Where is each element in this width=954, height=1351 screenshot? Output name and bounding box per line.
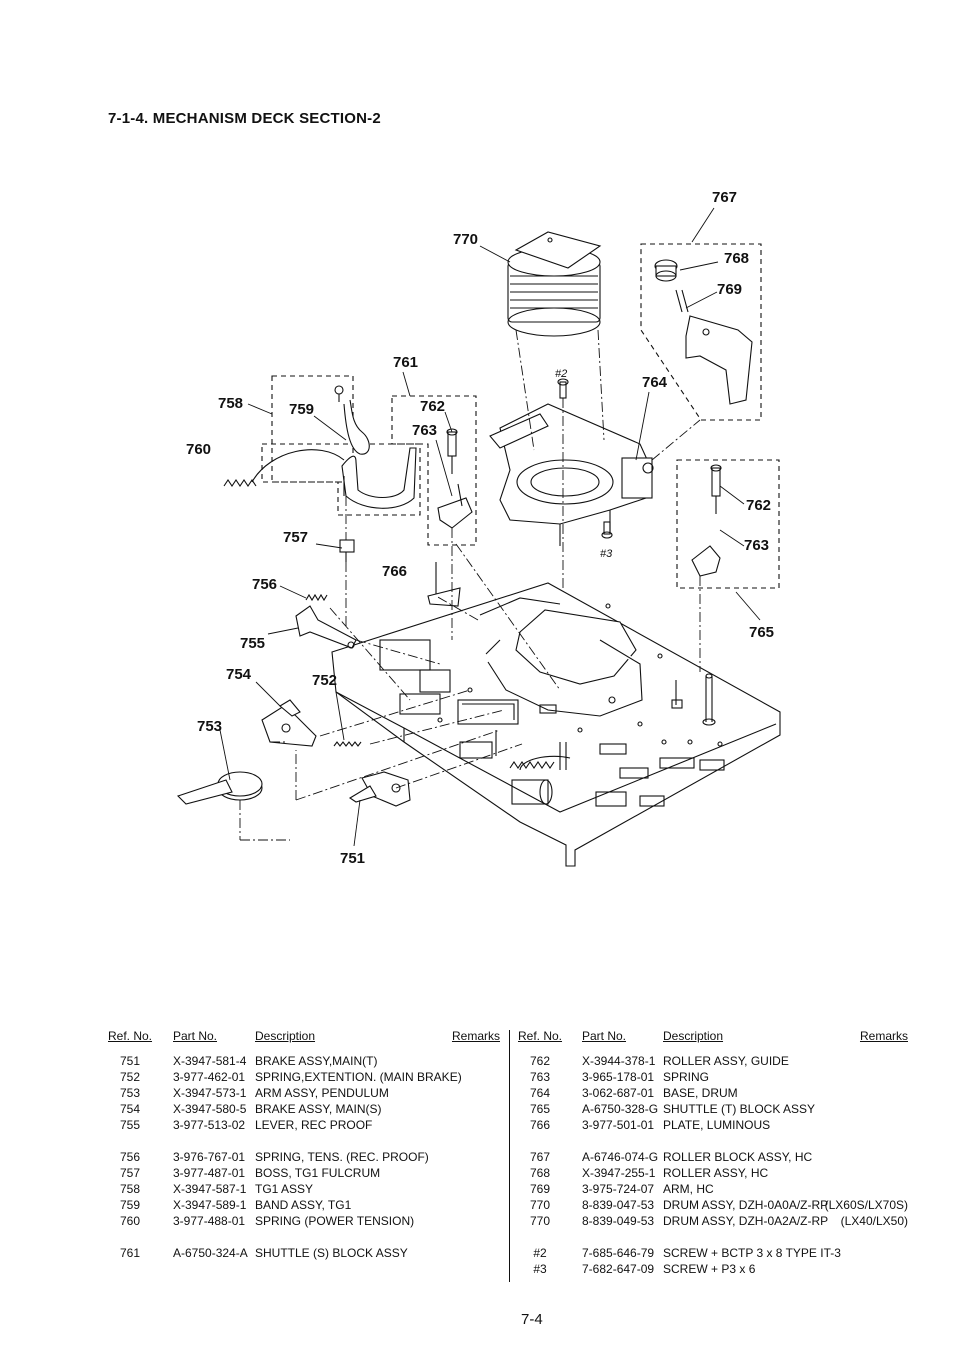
drum-770 (507, 231, 602, 337)
arm-hc-769 (675, 289, 753, 405)
header-remarks: Remarks (859, 1029, 908, 1043)
screw-3 (601, 521, 613, 539)
callout-764: 764 (642, 374, 668, 391)
exploded-parts-diagram: 770 767 768 769 764 761 758 759 762 763 … (176, 189, 781, 867)
band-assy-759 (334, 385, 370, 455)
chassis-deck (331, 582, 781, 867)
callout-752: 752 (312, 672, 337, 689)
callout-768: 768 (724, 250, 749, 267)
callout-762-right: 762 (746, 497, 771, 514)
arm-pendulum-753 (176, 771, 263, 805)
lever-rec-proof-755 (295, 605, 357, 649)
callout-753: 753 (197, 718, 222, 735)
shuttle-t-765 (691, 464, 722, 577)
brake-main-s-754 (261, 699, 317, 747)
screw-2 (557, 378, 569, 399)
tg1-assy-758 (341, 447, 417, 509)
header-part: Part No. (582, 1029, 627, 1043)
callout-766: 766 (382, 563, 407, 580)
header-ref: Ref. No. (108, 1029, 153, 1043)
callout-751: 751 (340, 850, 365, 867)
callout-754: 754 (226, 666, 252, 683)
group-box-761 (391, 395, 477, 546)
callout-763-left: 763 (412, 422, 437, 439)
group-box-758 (271, 375, 354, 483)
parts-table-left: Ref. No. Part No. Description Remarks 75… (108, 1028, 500, 1261)
parts-table-right: Ref. No. Part No. Description Remarks 76… (518, 1028, 910, 1277)
callout-758: 758 (218, 395, 243, 412)
header-ref: Ref. No. (518, 1029, 563, 1043)
callout-760: 760 (186, 441, 211, 458)
callout-769: 769 (717, 281, 742, 298)
callout-763-right: 763 (744, 537, 769, 554)
group-box-767 (640, 243, 762, 421)
callout-761: 761 (393, 354, 418, 371)
callout-756: 756 (252, 576, 277, 593)
page-number: 7-4 (521, 1311, 543, 1328)
callout-770: 770 (453, 231, 478, 248)
callout-762-left: 762 (420, 398, 445, 415)
spring-752 (333, 741, 362, 747)
spring-760 (223, 449, 345, 487)
roller-hc-768 (654, 259, 678, 282)
callout-757: 757 (283, 529, 308, 546)
callout-755: 755 (240, 635, 265, 652)
header-desc: Description (255, 1029, 316, 1043)
header-remarks: Remarks (451, 1029, 500, 1043)
header-part: Part No. (173, 1029, 218, 1043)
boss-757 (339, 539, 355, 562)
table-divider (509, 1030, 510, 1282)
screw-label-3: #3 (600, 548, 613, 560)
spring-756 (305, 593, 328, 602)
screw-label-2: #2 (555, 368, 567, 380)
section-title: 7-1-4. MECHANISM DECK SECTION-2 (108, 110, 381, 127)
table-header: Ref. No. Part No. Description Remarks (518, 1028, 910, 1046)
callout-759: 759 (289, 401, 314, 418)
shuttle-s-761 (437, 428, 473, 529)
brake-main-t-751 (348, 771, 411, 807)
group-box-765 (676, 459, 780, 589)
callout-767: 767 (712, 189, 737, 206)
remarks-cell: (LX40/LX50) (840, 1214, 908, 1228)
header-desc: Description (663, 1029, 724, 1043)
callout-765: 765 (749, 624, 774, 641)
plate-luminous-766 (427, 562, 461, 607)
drum-base-764 (489, 403, 654, 546)
table-header: Ref. No. Part No. Description Remarks (108, 1028, 500, 1046)
remarks-cell: (LX60S/LX70S) (824, 1198, 908, 1212)
